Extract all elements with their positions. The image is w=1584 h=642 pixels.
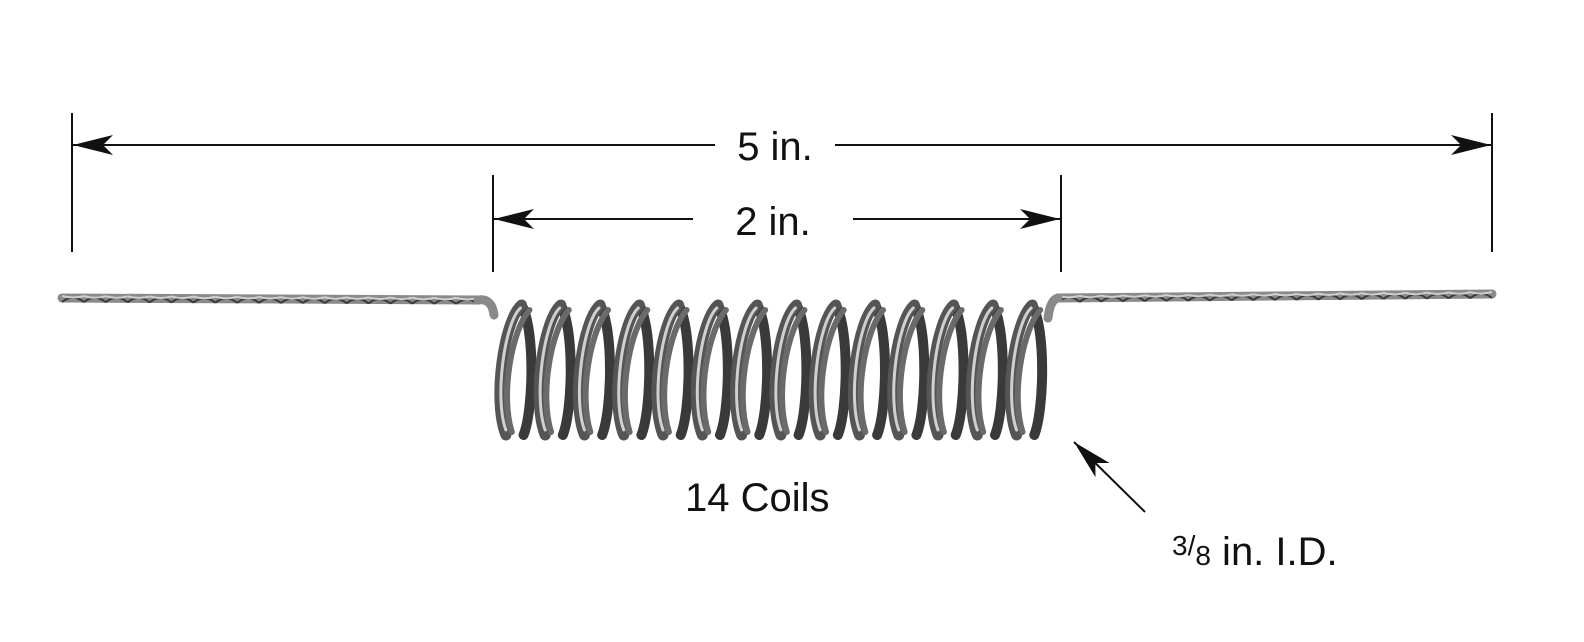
coil-highlight	[931, 306, 955, 432]
twist-highlight	[1318, 292, 1341, 296]
twist-highlight	[1448, 291, 1471, 295]
overall-length-dimension: 5 in.	[71, 113, 1493, 252]
twist-highlight	[1209, 293, 1232, 297]
coil-twist-strand	[700, 307, 729, 435]
coil-highlight	[735, 306, 758, 432]
coil-twist-strand	[896, 307, 926, 435]
coil-highlight	[656, 306, 680, 432]
coil-highlight	[578, 306, 601, 432]
twist-highlight	[433, 296, 457, 301]
coil-length-dimension: 2 in.	[492, 175, 1062, 272]
twist-highlight	[346, 296, 369, 300]
overall-length-label: 5 in.	[737, 125, 813, 169]
twist-highlight	[1404, 291, 1428, 296]
coil-twist-strand	[504, 307, 533, 435]
twist-highlight	[302, 296, 325, 300]
twist-highlight	[412, 296, 435, 301]
coil-highlight	[853, 306, 876, 432]
coil-twist-strand	[779, 307, 808, 435]
twisted-lead-right	[1053, 289, 1497, 303]
twist-highlight	[1274, 292, 1297, 297]
inner-diameter-label: 3/8 in. I.D.	[1172, 530, 1338, 574]
twist-highlight	[1144, 294, 1167, 298]
twist-highlight	[1361, 292, 1384, 296]
twist-highlight	[1253, 293, 1276, 297]
coil-twist-strand	[739, 307, 769, 435]
coil-length-label: 2 in.	[735, 200, 811, 244]
twist-highlight	[324, 296, 347, 300]
twist-highlight	[1339, 292, 1363, 296]
twist-highlight	[280, 296, 304, 300]
twist-highlight	[1470, 291, 1493, 295]
coil-entry	[473, 295, 499, 320]
twisted-lead-left	[57, 293, 483, 305]
coil-highlight	[695, 306, 719, 432]
coil-highlight	[1010, 306, 1033, 432]
twist-highlight	[105, 295, 128, 299]
twist-highlight	[127, 295, 150, 299]
twist-highlight	[368, 296, 391, 301]
twist-highlight	[1079, 294, 1102, 299]
coil-twist-strand	[543, 307, 572, 435]
twist-highlight	[1426, 291, 1449, 295]
coil-twist-strand	[936, 307, 965, 435]
twist-highlight	[1187, 293, 1211, 298]
coil-wire	[57, 289, 1497, 441]
twist-highlight	[1101, 294, 1124, 298]
twist-highlight	[1231, 293, 1254, 297]
coil-twist-strand	[1014, 307, 1044, 435]
coil-twist-strand	[818, 307, 847, 435]
coil-highlight	[499, 306, 522, 432]
inner-diameter-text: in. I.D.	[1211, 530, 1338, 574]
coil-twist-strand	[621, 307, 651, 435]
twist-highlight	[171, 295, 194, 300]
coil-body	[473, 293, 1063, 441]
twist-highlight	[149, 295, 172, 299]
fraction-denominator: 8	[1195, 540, 1211, 571]
coil-twist-strand	[661, 307, 690, 435]
coil-twist-strand	[582, 307, 612, 435]
fraction-slash: /	[1188, 530, 1196, 561]
coil-highlight	[774, 306, 797, 432]
twist-highlight	[236, 295, 260, 300]
inner-diameter-leader-arrow	[1073, 441, 1146, 513]
coil-highlight	[970, 306, 994, 432]
twist-highlight	[1122, 294, 1146, 298]
twist-highlight	[214, 295, 238, 300]
twist-highlight	[1296, 292, 1319, 297]
twist-highlight	[1166, 293, 1189, 298]
coil-highlight	[813, 306, 837, 432]
coil-count-label: 14 Coils	[685, 476, 830, 520]
coil-highlight	[617, 306, 640, 432]
coil-highlight	[892, 306, 915, 432]
twist-highlight	[193, 295, 216, 300]
coil-twist-strand	[857, 307, 887, 435]
twist-highlight	[1383, 291, 1406, 296]
twist-highlight	[390, 296, 413, 301]
twist-highlight	[258, 295, 282, 300]
coil-highlight	[538, 306, 562, 432]
coil-twist-strand	[975, 307, 1004, 435]
twist-highlight	[83, 295, 107, 299]
fraction-numerator: 3	[1172, 530, 1188, 561]
twist-highlight	[61, 295, 85, 299]
coil-exit	[1043, 293, 1063, 323]
